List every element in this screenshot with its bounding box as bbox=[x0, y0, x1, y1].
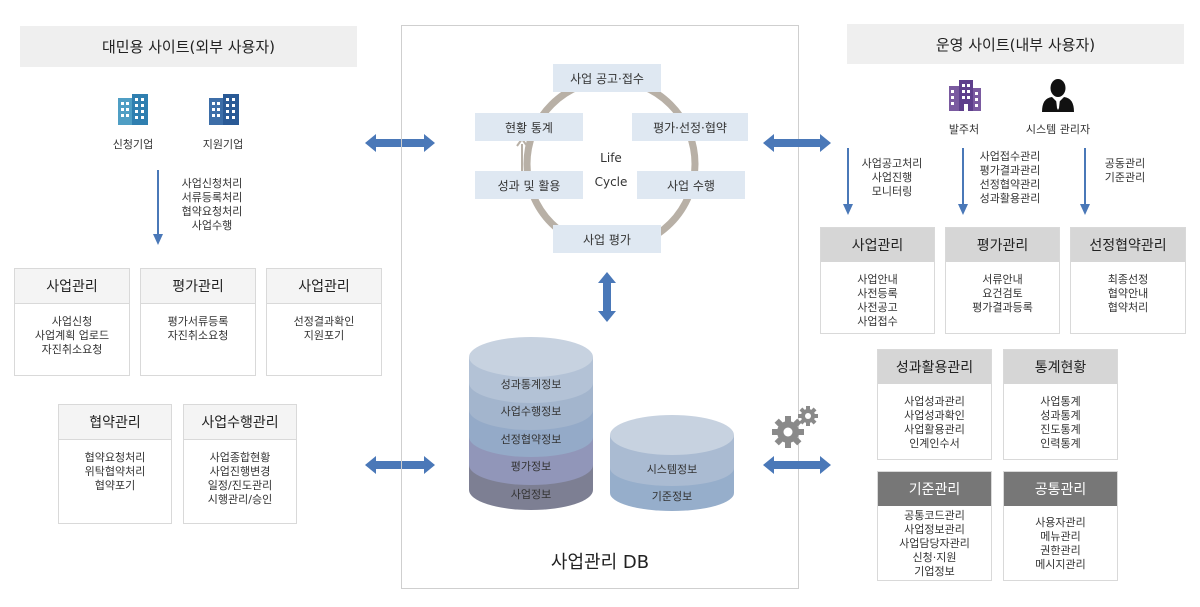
double-arrow-icon bbox=[763, 134, 831, 152]
card-title: 통계현황 bbox=[1004, 350, 1117, 384]
double-arrow-icon bbox=[763, 456, 831, 474]
double-arrow-icon bbox=[365, 134, 435, 152]
db-layer-label: 평가정보 bbox=[510, 460, 552, 473]
card-title: 사업관리 bbox=[821, 228, 934, 262]
card-title: 사업수행관리 bbox=[184, 405, 296, 440]
building-icon bbox=[947, 78, 983, 112]
card-title: 사업관리 bbox=[267, 269, 381, 304]
user-label-support: 지원기업 bbox=[202, 138, 244, 151]
db-layer-label: 기준정보 bbox=[651, 490, 693, 503]
sub-db-cylinder: 시스템정보 기준정보 bbox=[610, 413, 734, 513]
card-title: 공통관리 bbox=[1004, 472, 1117, 506]
cycle-step-outcome: 성과 및 활용 bbox=[475, 171, 583, 199]
arrow-down-icon bbox=[1079, 148, 1091, 216]
vertical-double-arrow-icon bbox=[598, 272, 616, 322]
main-db-cylinder: 성과통계정보 사업수행정보 선정협약정보 평가정보 사업정보 bbox=[469, 335, 593, 510]
left-section-title: 대민용 사이트(외부 사용자) bbox=[20, 26, 357, 67]
db-layer-label: 시스템정보 bbox=[646, 463, 698, 476]
arrow-down-icon bbox=[842, 148, 854, 216]
user-icon bbox=[1040, 78, 1076, 112]
building-icon bbox=[207, 92, 241, 126]
db-layer-label: 사업정보 bbox=[510, 488, 552, 501]
cycle-step-assess: 사업 평가 bbox=[553, 225, 661, 253]
card-title: 평가관리 bbox=[141, 269, 255, 304]
right-section-title: 운영 사이트(내부 사용자) bbox=[847, 24, 1184, 64]
arrow-down-icon bbox=[152, 170, 164, 246]
db-layer-label: 성과통계정보 bbox=[500, 378, 562, 391]
user-label-admin: 시스템 관리자 bbox=[1025, 123, 1091, 136]
cycle-step-execute: 사업 수행 bbox=[637, 171, 745, 199]
building-icon bbox=[116, 92, 150, 126]
card-title: 성과활용관리 bbox=[878, 350, 991, 384]
db-title: 사업관리 DB bbox=[550, 552, 650, 573]
card-title: 기준관리 bbox=[878, 472, 991, 506]
db-layer-label: 사업수행정보 bbox=[500, 405, 562, 418]
arrow-down-icon bbox=[957, 148, 969, 216]
user-label-client: 발주처 bbox=[948, 123, 980, 136]
cycle-step-announce: 사업 공고·접수 bbox=[553, 64, 661, 92]
cycle-step-stats: 현황 통계 bbox=[475, 113, 583, 141]
card-title: 협약관리 bbox=[59, 405, 171, 440]
card-title: 사업관리 bbox=[15, 269, 129, 304]
db-layer-label: 선정협약정보 bbox=[500, 433, 562, 446]
arrow-up-icon bbox=[515, 136, 529, 172]
gear-icon bbox=[770, 404, 820, 450]
center-panel bbox=[401, 25, 799, 589]
card-title: 평가관리 bbox=[946, 228, 1059, 262]
user-label-applicant: 신청기업 bbox=[112, 138, 154, 151]
card-title: 선정협약관리 bbox=[1071, 228, 1185, 262]
double-arrow-icon bbox=[365, 456, 435, 474]
cycle-step-evaluate: 평가·선정·협약 bbox=[632, 113, 748, 141]
